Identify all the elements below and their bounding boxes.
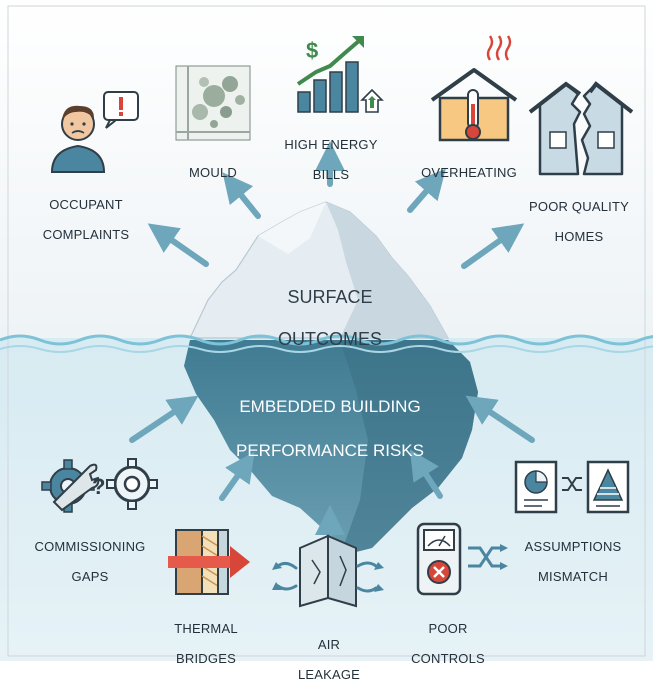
svg-text:?: ? (92, 474, 105, 499)
person-complaint-icon (50, 91, 139, 173)
label-occupant-complaints: OCCUPANT COMPLAINTS (26, 182, 146, 257)
label-overheating: OVERHEATING (414, 150, 524, 195)
label-poor-quality-homes: POOR QUALITY HOMES (516, 184, 642, 259)
arrow-from-assumptions (465, 395, 535, 443)
label-line: BILLS (312, 167, 350, 182)
label-line: OCCUPANT (49, 197, 123, 212)
arrow-to-complaints (147, 223, 209, 267)
surface-title-line-2: OUTCOMES (277, 329, 382, 349)
label-assumptions-mismatch: ASSUMPTIONS MISMATCH (508, 524, 638, 599)
arrow-from-poor-controls (409, 449, 443, 499)
label-line: MISMATCH (538, 569, 608, 584)
thermal-bridge-wall-icon (168, 529, 250, 595)
arrow-to-poor-homes (461, 223, 525, 269)
label-line: POOR (428, 621, 468, 636)
label-air-leakage: AIR LEAKAGE (284, 622, 374, 697)
label-commissioning-gaps: COMMISSIONING GAPS (22, 524, 158, 599)
risk-arrows (129, 395, 535, 551)
iceberg-underwater (184, 340, 478, 556)
label-line: GAPS (71, 569, 109, 584)
label-line: BRIDGES (176, 651, 236, 666)
label-mould: MOULD (168, 150, 258, 195)
label-line: ASSUMPTIONS (524, 539, 622, 554)
label-line: HOMES (554, 229, 604, 244)
frame-border (7, 5, 646, 657)
risks-title-line-1: EMBEDDED BUILDING (239, 397, 421, 416)
label-line: AIR (317, 637, 341, 652)
label-line: COMPLAINTS (42, 227, 130, 242)
label-line: THERMAL (174, 621, 238, 636)
documents-mismatch-icon (514, 460, 630, 514)
iceberg-diagram-canvas: $ (0, 0, 653, 661)
surface-arrows (147, 141, 525, 269)
arrow-from-thermal-bridges (219, 451, 255, 501)
rising-bills-chart-icon: $ (296, 36, 384, 113)
label-high-energy-bills: HIGH ENERGY BILLS (276, 122, 386, 197)
label-line: MOULD (189, 165, 237, 180)
label-line: COMMISSIONING (34, 539, 146, 554)
gears-wrench-icon: ? (41, 458, 158, 513)
svg-text:$: $ (306, 38, 318, 63)
label-line: OVERHEATING (421, 165, 517, 180)
label-line: POOR QUALITY (529, 199, 629, 214)
arrow-to-overheating (407, 168, 446, 213)
iceberg-tip (189, 201, 450, 339)
risks-title-line-2: PERFORMANCE RISKS (236, 441, 424, 460)
label-thermal-bridges: THERMAL BRIDGES (156, 606, 256, 681)
iceberg-diagram: $ (0, 0, 653, 682)
embedded-risks-title: EMBEDDED BUILDING PERFORMANCE RISKS (200, 374, 460, 484)
mould-wall-icon (175, 65, 251, 141)
air-leak-panel-icon (272, 534, 384, 608)
faulty-control-panel-icon (416, 522, 508, 596)
arrow-from-commissioning (129, 395, 199, 443)
label-line: HIGH ENERGY (284, 137, 378, 152)
surface-title-line-1: SURFACE (287, 287, 373, 307)
arrow-to-mould (222, 172, 261, 219)
label-line: CONTROLS (411, 651, 485, 666)
surface-outcomes-title: SURFACE OUTCOMES (240, 266, 420, 371)
hot-house-thermometer-icon (430, 35, 518, 142)
label-line: LEAKAGE (297, 667, 361, 682)
water-line (0, 334, 653, 346)
label-poor-controls: POOR CONTROLS (398, 606, 498, 681)
cracked-house-icon (528, 81, 634, 176)
water-line-secondary (0, 345, 653, 353)
